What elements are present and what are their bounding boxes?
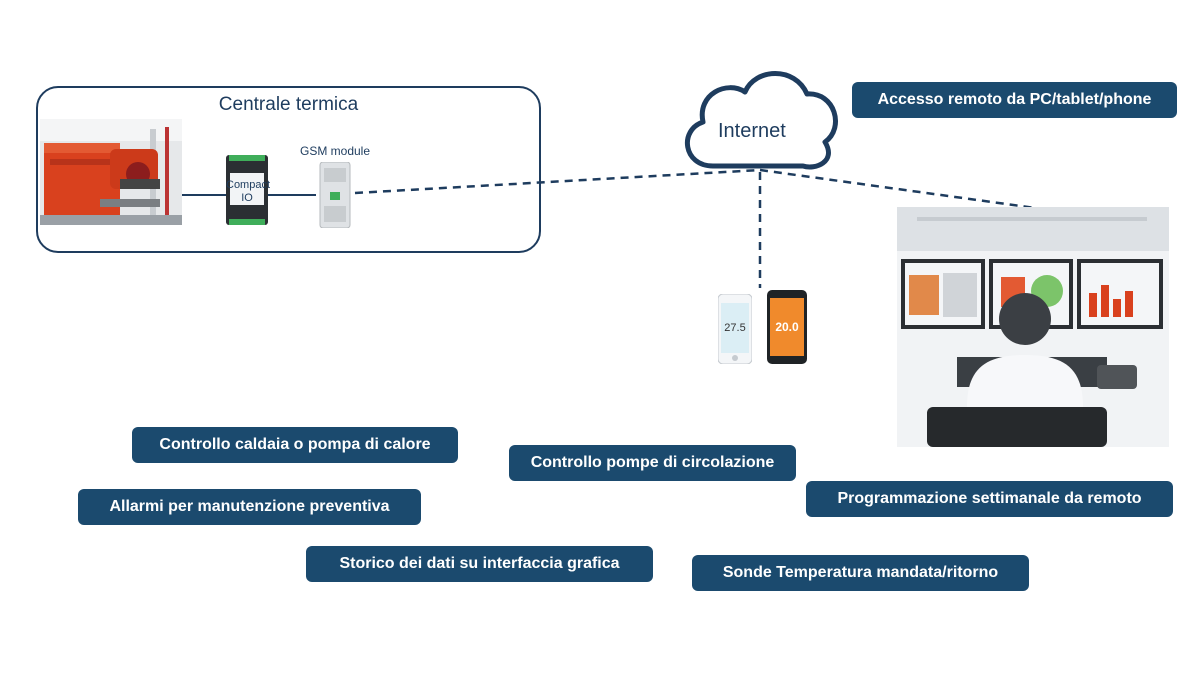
feature-pump-control: Controllo pompe di circolazione (509, 445, 796, 481)
operator-workstation-image (897, 207, 1169, 447)
feature-alarms: Allarmi per manutenzione preventiva (78, 489, 421, 525)
gsm-module-label: GSM module (300, 144, 371, 158)
orange-phone-reading: 20.0 (775, 320, 799, 334)
central-heating-box: Centrale termica (36, 86, 541, 253)
feature-boiler-control: Controllo caldaia o pompa di calore (132, 427, 458, 463)
feature-remote-access: Accesso remoto da PC/tablet/phone (852, 82, 1177, 118)
orange-phone (767, 290, 807, 364)
compact-io-label-line2: IO (241, 192, 253, 204)
central-heating-title: Centrale termica (218, 94, 359, 115)
gsm-to-internet-link (354, 168, 761, 195)
cloud-icon (685, 71, 838, 170)
feature-weekly-schedule: Programmazione settimanale da remoto (806, 481, 1173, 517)
white-phone (718, 294, 752, 364)
gsm-module (319, 162, 351, 228)
feature-data-history: Storico dei dati su interfaccia grafica (306, 546, 653, 582)
white-phone-reading: 27.5 (724, 322, 746, 334)
internet-to-workstation-link (759, 168, 1036, 210)
cloud-label: Internet (718, 120, 786, 142)
feature-temp-probes: Sonde Temperatura mandata/ritorno (692, 555, 1029, 591)
compact-io-label: Compact IO (226, 179, 271, 205)
compact-io-label-line1: Compact (226, 179, 271, 191)
boiler-image (40, 119, 182, 225)
compact-io-module (226, 155, 268, 225)
